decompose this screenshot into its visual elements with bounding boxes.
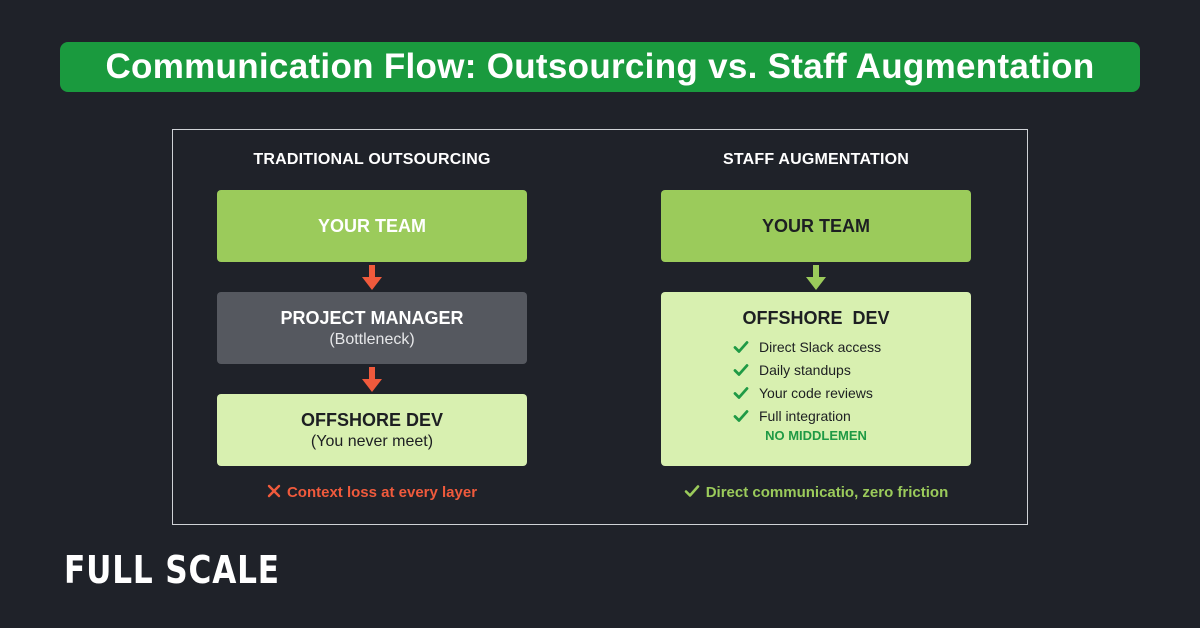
title-banner: Communication Flow: Outsourcing vs. Staf… <box>60 42 1140 92</box>
full-scale-logo: FULL SCALE <box>64 548 280 592</box>
checklist-item: Direct Slack access <box>733 335 971 358</box>
augmentation-offshore-dev-label: OFFSHORE DEV <box>742 308 890 328</box>
augmentation-caption-text: Direct communicatio, zero friction <box>705 484 949 501</box>
outsourcing-heading: TRADITIONAL OUTSOURCING <box>253 151 491 168</box>
augmentation-your-team-box: YOUR TEAM <box>661 190 971 262</box>
outsourcing-caption-text: Context loss at every layer <box>286 484 478 501</box>
checklist-item: Full integration <box>733 404 971 427</box>
augmentation-heading: STAFF AUGMENTATION <box>722 151 910 168</box>
down-arrow-icon <box>362 265 382 290</box>
check-icon <box>733 363 749 376</box>
project-manager-sub: (Bottleneck) <box>329 331 415 348</box>
outsourcing-your-team-label: YOUR TEAM <box>318 215 426 236</box>
outsourcing-offshore-dev-box: OFFSHORE DEV (You never meet) <box>217 394 527 466</box>
check-icon <box>684 485 700 497</box>
no-middlemen-label: NO MIDDLEMEN <box>765 428 867 443</box>
checklist-item-label: Full integration <box>759 407 851 424</box>
project-manager-label: PROJECT MANAGER <box>280 308 464 328</box>
checklist-item-label: Your code reviews <box>759 384 873 401</box>
project-manager-box: PROJECT MANAGER (Bottleneck) <box>217 292 527 364</box>
checklist-item-label: Daily standups <box>759 361 851 378</box>
augmentation-caption: Direct communicatio, zero friction <box>616 484 1016 501</box>
augmentation-offshore-dev-box: OFFSHORE DEV Direct Slack access Daily s… <box>661 292 971 466</box>
checklist-item-label: Direct Slack access <box>759 338 882 355</box>
outsourcing-caption: Context loss at every layer <box>172 484 572 501</box>
checklist-item: Your code reviews <box>733 381 971 404</box>
diagram-panel <box>172 129 1028 525</box>
check-icon <box>733 386 749 399</box>
x-icon <box>267 484 281 498</box>
outsourcing-offshore-dev-sub: (You never meet) <box>310 433 434 450</box>
outsourcing-offshore-dev-label: OFFSHORE DEV <box>300 410 443 430</box>
benefits-checklist: Direct Slack access Daily standups Your … <box>661 335 971 427</box>
outsourcing-your-team-box: YOUR TEAM <box>217 190 527 262</box>
augmentation-your-team-label: YOUR TEAM <box>762 215 870 236</box>
down-arrow-icon <box>362 367 382 392</box>
check-icon <box>733 340 749 353</box>
check-icon <box>733 409 749 422</box>
page-title: Communication Flow: Outsourcing vs. Staf… <box>105 47 1095 86</box>
down-arrow-icon <box>806 265 826 290</box>
checklist-item: Daily standups <box>733 358 971 381</box>
